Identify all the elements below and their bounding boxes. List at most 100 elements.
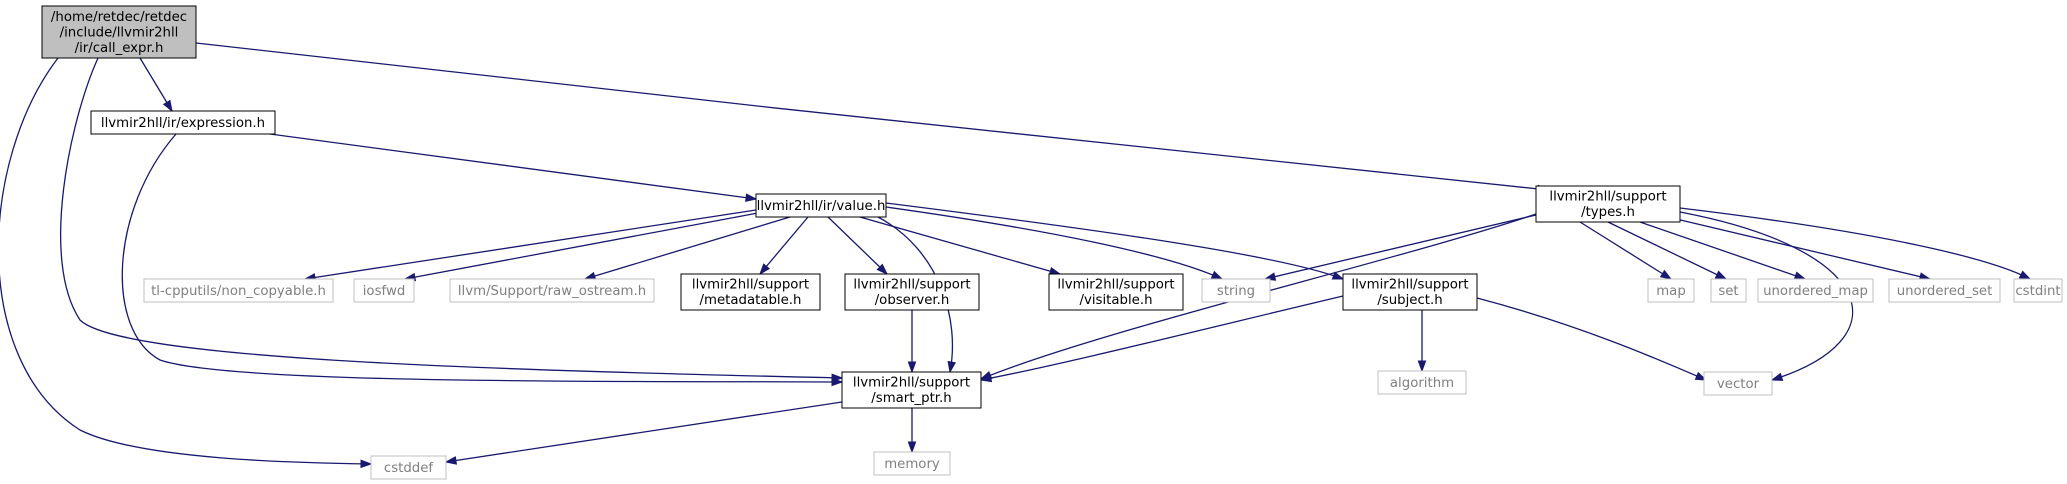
node-map: map bbox=[1647, 278, 1695, 303]
edge-line bbox=[1679, 207, 2031, 280]
node-metadatable[interactable]: llvmir2hll/support/metadatable.h bbox=[680, 273, 821, 311]
node-label-line: memory bbox=[884, 457, 940, 472]
nodes-layer: /home/retdec/retdec/include/llvmir2hll/i… bbox=[41, 5, 2063, 480]
node-label-line: cstddef bbox=[384, 461, 434, 476]
edge-value-to-subject bbox=[885, 202, 1345, 280]
edge-types-to-string bbox=[1263, 214, 1537, 281]
edge-arrowhead bbox=[360, 459, 373, 469]
edge-arrowhead bbox=[1659, 269, 1673, 280]
edge-types-to-unordered_set bbox=[1671, 217, 1932, 281]
edge-arrowhead bbox=[1714, 270, 1728, 280]
edge-line bbox=[1476, 297, 1707, 381]
node-label-line: vector bbox=[1717, 377, 1760, 392]
edge-arrowhead bbox=[876, 263, 889, 276]
edge-line bbox=[827, 216, 888, 275]
node-iosfwd: iosfwd bbox=[353, 278, 415, 303]
node-label-line: /subject.h bbox=[1377, 293, 1442, 308]
node-cstddef: cstddef bbox=[370, 455, 447, 480]
edge-call_expr-to-types bbox=[195, 42, 1550, 194]
edge-subject-to-smart_ptr bbox=[979, 295, 1344, 383]
edge-subject-to-vector bbox=[1476, 297, 1708, 381]
node-smart_ptr[interactable]: llvmir2hll/support/smart_ptr.h bbox=[841, 371, 982, 409]
edge-arrowhead bbox=[1694, 371, 1708, 381]
edge-arrowhead bbox=[162, 99, 173, 113]
edge-arrowhead bbox=[907, 361, 917, 374]
edge-call_expr-to-cstddef bbox=[0, 57, 373, 469]
node-non_copyable: tl-cpputils/non_copyable.h bbox=[143, 278, 334, 303]
node-subject[interactable]: llvmir2hll/support/subject.h bbox=[1342, 273, 1478, 311]
node-types[interactable]: llvmir2hll/support/types.h bbox=[1535, 185, 1681, 223]
node-label-line: /metadatable.h bbox=[700, 293, 802, 308]
node-box bbox=[841, 371, 982, 409]
node-box bbox=[1710, 278, 1747, 303]
edge-line bbox=[1671, 217, 1931, 280]
edge-line bbox=[1607, 221, 1727, 280]
edge-arrowhead bbox=[745, 193, 758, 202]
edge-value-to-iosfwd bbox=[403, 212, 759, 282]
edge-value-to-metadatable bbox=[759, 216, 809, 276]
node-value[interactable]: llvmir2hll/ir/value.h bbox=[755, 193, 887, 218]
edge-arrowhead bbox=[979, 373, 993, 383]
edge-line bbox=[0, 57, 372, 465]
node-box bbox=[1535, 185, 1681, 223]
node-box bbox=[1647, 278, 1695, 303]
node-label-line: algorithm bbox=[1390, 376, 1454, 391]
edge-line bbox=[269, 133, 757, 200]
node-box bbox=[449, 278, 655, 303]
node-string: string bbox=[1201, 278, 1271, 303]
node-box bbox=[2013, 278, 2063, 303]
edge-line bbox=[195, 42, 1549, 191]
node-cstdint: cstdint bbox=[2013, 278, 2063, 303]
edge-types-to-map bbox=[1579, 221, 1673, 280]
edge-types-to-cstdint bbox=[1679, 207, 2032, 280]
node-label-line: llvmir2hll/support bbox=[1549, 190, 1666, 205]
node-label-line: unordered_map bbox=[1763, 284, 1868, 299]
node-label-line: unordered_set bbox=[1897, 284, 1993, 299]
edge-value-to-string bbox=[885, 206, 1224, 280]
edge-arrowhead bbox=[1793, 271, 1807, 280]
edge-arrowhead bbox=[831, 377, 844, 387]
node-label-line: llvmir2hll/support bbox=[853, 278, 970, 293]
edge-smart_ptr-to-memory bbox=[907, 408, 917, 454]
node-call_expr[interactable]: /home/retdec/retdec/include/llvmir2hll/i… bbox=[41, 5, 197, 59]
edge-call_expr-to-expression bbox=[139, 57, 173, 113]
node-box bbox=[873, 451, 951, 476]
node-unordered_map: unordered_map bbox=[1757, 278, 1874, 303]
edge-observer-to-smart_ptr bbox=[907, 310, 917, 374]
edge-line bbox=[759, 216, 809, 275]
edge-arrowhead bbox=[1210, 270, 1224, 280]
edge-value-to-non_copyable bbox=[303, 209, 757, 282]
node-raw_ostream: llvm/Support/raw_ostream.h bbox=[449, 278, 655, 303]
node-label-line: /include/llvmir2hll bbox=[60, 25, 179, 40]
node-label-line: llvmir2hll/support bbox=[692, 278, 809, 293]
edge-arrowhead bbox=[759, 263, 771, 276]
edge-line bbox=[885, 202, 1344, 280]
node-label-line: /visitable.h bbox=[1080, 293, 1153, 308]
edge-line bbox=[1579, 221, 1672, 280]
edge-types-to-set bbox=[1607, 221, 1728, 280]
node-label-line: cstdint bbox=[2015, 284, 2060, 299]
edge-line bbox=[859, 216, 1061, 275]
edge-line bbox=[584, 216, 791, 280]
node-expression[interactable]: llvmir2hll/ir/expression.h bbox=[90, 110, 276, 135]
node-box bbox=[370, 455, 447, 480]
node-box bbox=[1888, 278, 2001, 303]
node-label-line: /observer.h bbox=[875, 293, 950, 308]
node-box bbox=[353, 278, 415, 303]
node-observer[interactable]: llvmir2hll/support/observer.h bbox=[844, 273, 980, 311]
node-label-line: llvmir2hll/support bbox=[1351, 278, 1468, 293]
edge-arrowhead bbox=[1770, 372, 1784, 381]
node-label-line: tl-cpputils/non_copyable.h bbox=[151, 284, 326, 299]
node-box bbox=[755, 193, 887, 218]
edge-arrowhead bbox=[947, 360, 956, 374]
node-memory: memory bbox=[873, 451, 951, 476]
node-box bbox=[90, 110, 276, 135]
node-visitable[interactable]: llvmir2hll/support/visitable.h bbox=[1048, 273, 1184, 311]
node-algorithm: algorithm bbox=[1377, 370, 1467, 395]
edge-line bbox=[885, 206, 1223, 280]
node-box bbox=[1377, 370, 1467, 395]
node-vector: vector bbox=[1703, 371, 1773, 396]
node-box bbox=[1201, 278, 1271, 303]
node-label-line: llvmir2hll/support bbox=[1057, 278, 1174, 293]
edge-arrowhead bbox=[1417, 360, 1427, 373]
